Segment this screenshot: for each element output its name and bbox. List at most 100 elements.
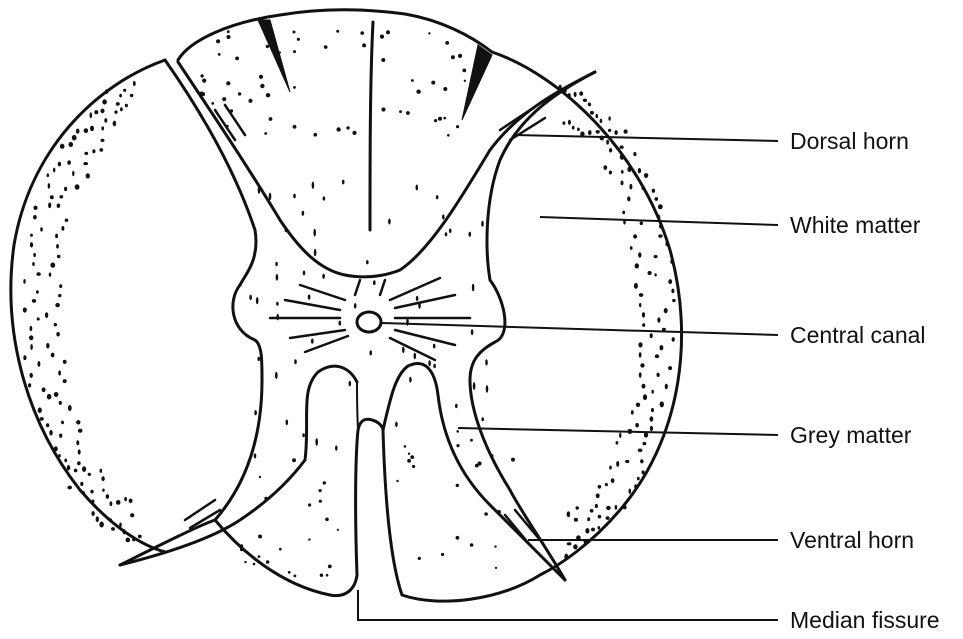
stipple-dot xyxy=(119,523,122,528)
stipple-dot xyxy=(292,458,296,462)
stipple-dot xyxy=(616,461,619,467)
stipple-dot xyxy=(202,79,206,83)
stipple-dot xyxy=(23,279,25,284)
stipple-dot xyxy=(600,119,603,123)
stipple-dot xyxy=(302,211,305,216)
stipple-dot xyxy=(240,548,244,552)
stipple-dot xyxy=(559,85,562,90)
stipple-dot xyxy=(606,506,611,510)
stipple-dot xyxy=(436,195,439,199)
stipple-dot xyxy=(564,554,568,560)
label-ventral-horn: Ventral horn xyxy=(790,527,914,553)
stipple-dot xyxy=(660,345,664,350)
stipple-dot xyxy=(608,129,611,132)
stipple-dot xyxy=(80,482,83,486)
stipple-dot xyxy=(402,347,405,354)
stipple-dot xyxy=(470,543,474,547)
stipple-dot xyxy=(657,317,660,323)
stipple-dot xyxy=(67,160,71,164)
stipple-dot xyxy=(654,255,658,258)
stipple-dot xyxy=(269,117,273,121)
stipple-dot xyxy=(276,314,279,321)
dorsal-median-septum xyxy=(370,22,373,230)
stipple-dot xyxy=(83,162,88,165)
stipple-dot xyxy=(609,466,612,470)
stipple-dot xyxy=(373,280,376,285)
stipple-dot xyxy=(438,117,442,121)
stipple-dot xyxy=(615,505,618,510)
stipple-dot xyxy=(620,146,624,149)
stipple-dot xyxy=(82,466,86,472)
stipple-dot xyxy=(308,295,311,300)
stipple-dot xyxy=(366,260,369,264)
stipple-dot xyxy=(654,273,656,276)
stipple-dot xyxy=(77,461,81,465)
stipple-dot xyxy=(110,501,113,506)
stipple-dot xyxy=(266,45,269,48)
stipple-dot xyxy=(664,308,668,313)
stipple-dot xyxy=(303,271,306,276)
stipple-dot xyxy=(30,326,33,331)
stipple-dot xyxy=(381,107,385,111)
stipple-dot xyxy=(91,511,94,516)
stipple-dot xyxy=(623,505,627,509)
stipple-dot xyxy=(105,89,108,94)
stipple-dot xyxy=(61,226,64,231)
stipple-dot xyxy=(590,509,594,513)
stipple-dot xyxy=(240,544,243,547)
stipple-dot xyxy=(114,110,117,113)
stipple-dot xyxy=(640,363,644,367)
stipple-dot xyxy=(577,128,580,132)
stipple-dot xyxy=(407,459,411,463)
dorsal-root-notch-right xyxy=(462,45,492,120)
stipple-dot xyxy=(644,173,648,178)
stipple-dot xyxy=(313,229,316,237)
stipple-dot xyxy=(477,461,481,465)
stipple-dot xyxy=(634,283,638,289)
stipple-dot xyxy=(650,426,653,431)
stipple-dot xyxy=(638,168,641,173)
stipple-dot xyxy=(106,494,109,499)
stipple-dot xyxy=(326,574,329,577)
stipple-dot xyxy=(308,538,310,540)
stipple-dot xyxy=(481,417,484,421)
stipple-dot xyxy=(76,440,79,445)
stipple-dot xyxy=(596,493,600,498)
stipple-dot xyxy=(238,92,241,95)
stipple-dot xyxy=(660,401,664,407)
stipple-dot xyxy=(447,134,450,137)
stipple-dot xyxy=(562,121,565,124)
stipple-dot xyxy=(40,417,44,421)
stipple-dot xyxy=(264,132,267,135)
stipple-dot xyxy=(587,517,590,521)
stipple-dot xyxy=(630,246,633,250)
stipple-dot xyxy=(639,372,642,378)
stipple-dot xyxy=(293,194,296,199)
stipple-dot xyxy=(449,229,452,234)
stipple-dot xyxy=(650,416,654,421)
stipple-dot xyxy=(658,204,663,209)
stipple-dot xyxy=(627,498,630,502)
stipple-dot xyxy=(64,187,67,191)
stipple-dot xyxy=(657,215,660,221)
stipple-dot xyxy=(639,352,642,358)
stipple-dot xyxy=(58,370,61,375)
stipple-dot xyxy=(633,234,637,238)
label-white-matter: White matter xyxy=(790,212,921,238)
stipple-dot xyxy=(497,510,501,514)
stipple-dot xyxy=(76,420,80,424)
stipple-dot xyxy=(638,342,642,347)
stipple-dot xyxy=(574,518,578,522)
stipple-dot xyxy=(40,227,43,231)
stipple-dot xyxy=(266,560,270,564)
stipple-dot xyxy=(579,91,583,95)
stipple-dot xyxy=(583,99,587,102)
stipple-dot xyxy=(125,104,128,107)
stipple-dot xyxy=(101,126,104,130)
stipple-dot xyxy=(59,284,62,288)
stipple-dot xyxy=(640,459,643,463)
stipple-dot xyxy=(406,111,410,115)
stipple-dot xyxy=(642,384,646,389)
stipple-dot xyxy=(495,567,497,569)
stipple-dot xyxy=(55,303,60,307)
